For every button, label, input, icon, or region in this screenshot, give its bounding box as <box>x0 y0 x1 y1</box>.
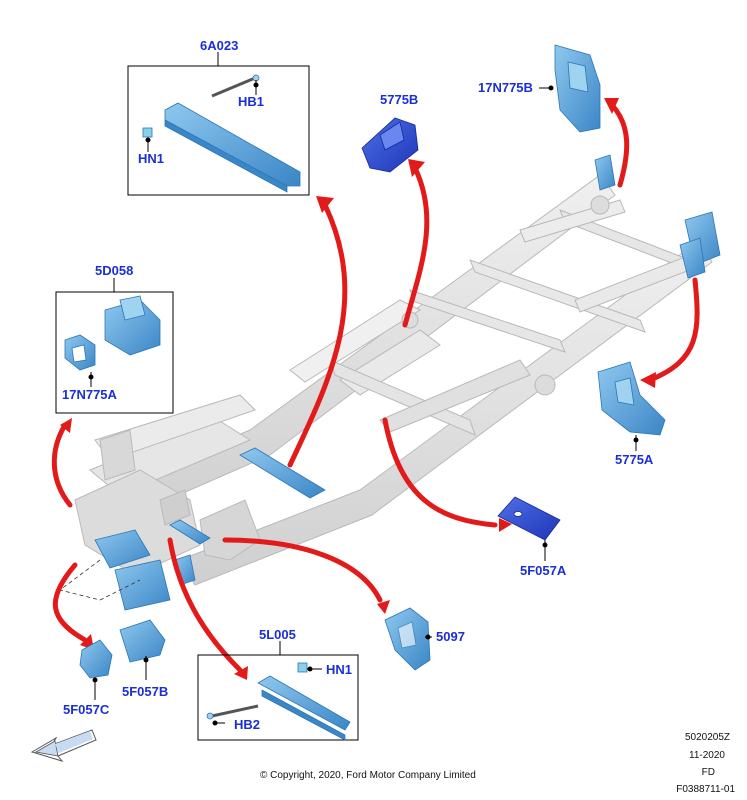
part-17N775B-bracket <box>554 44 601 133</box>
part-17N775A-clamp <box>64 334 96 371</box>
callout-5D058[interactable]: 5D058 <box>95 263 134 278</box>
installed-front-brackets <box>94 529 196 611</box>
copyright-notice: © Copyright, 2020, Ford Motor Company Li… <box>260 770 476 781</box>
callout-17N775B[interactable]: 17N775B <box>478 80 533 95</box>
part-5F057A-plate <box>497 496 561 541</box>
callout-6A023[interactable]: 6A023 <box>200 38 239 53</box>
part-5097-bracket <box>384 607 431 671</box>
callout-HN1-bottom[interactable]: HN1 <box>326 662 353 677</box>
vehicle-frame <box>74 174 713 586</box>
diagram-date: 11-2020 <box>689 750 725 761</box>
callout-5775B[interactable]: 5775B <box>380 92 419 107</box>
view-direction-arrow-icon <box>30 729 97 762</box>
installed-crossmember-6A023 <box>169 447 326 545</box>
part-5L005-crossmember <box>206 662 351 741</box>
callout-HN1-top[interactable]: HN1 <box>138 151 165 166</box>
callout-HB1[interactable]: HB1 <box>238 94 265 109</box>
callout-5F057C[interactable]: 5F057C <box>63 702 110 717</box>
callout-HB2[interactable]: HB2 <box>234 717 261 732</box>
part-6A023-crossmember <box>142 74 301 193</box>
callout-box-5L005 <box>197 654 359 741</box>
callout-5097[interactable]: 5097 <box>436 629 465 644</box>
part-5F057B-bracket <box>119 619 166 663</box>
callout-5F057A[interactable]: 5F057A <box>520 563 567 578</box>
callout-5F057B[interactable]: 5F057B <box>122 684 169 699</box>
part-5775B-hanger <box>361 117 419 173</box>
red-arrowheads <box>60 98 656 680</box>
figure-id: F0388711-01 <box>676 784 735 795</box>
red-arrows <box>51 102 700 673</box>
part-5F057C-bracket <box>79 639 113 679</box>
callout-17N775A[interactable]: 17N775A <box>62 387 117 402</box>
part-5D058-bracket <box>104 295 161 356</box>
callout-5L005[interactable]: 5L005 <box>259 627 296 642</box>
installed-rear-mounts <box>594 154 721 279</box>
diagram-code: 5020205Z <box>684 732 730 743</box>
diagram-region: FD <box>701 767 715 778</box>
callout-5775A[interactable]: 5775A <box>615 452 654 467</box>
part-leaders <box>88 80 639 726</box>
part-5775A-hanger <box>597 361 666 436</box>
